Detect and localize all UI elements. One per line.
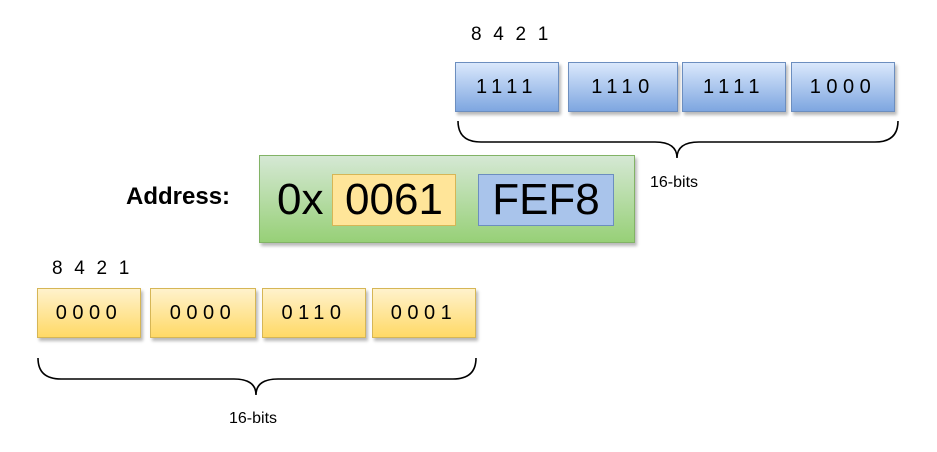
lower-nibble-4: 0001	[372, 288, 476, 338]
upper-nibble-2-value: 1110	[591, 75, 655, 98]
upper-nibble-3-value: 1111	[702, 75, 766, 98]
upper-nibble-1-value: 1111	[475, 75, 539, 98]
upper-nibble-2: 1110	[568, 62, 678, 112]
upper-brace	[457, 120, 899, 159]
lower-nibble-2-value: 0000	[169, 301, 237, 324]
address-label: Address:	[126, 183, 231, 210]
upper-nibble-4-value: 1000	[809, 75, 877, 98]
upper-nibble-4: 1000	[791, 62, 895, 112]
address-low-word: FEF8	[478, 174, 614, 226]
upper-bits-label: 16-bits	[650, 174, 699, 191]
lower-nibble-1-value: 0000	[55, 301, 123, 324]
lower-brace	[37, 357, 477, 396]
upper-nibble-1: 1111	[455, 62, 559, 112]
lower-nibble-3: 0110	[262, 288, 366, 338]
lower-bits-label: 16-bits	[229, 410, 278, 427]
address-high-word: 0061	[332, 174, 456, 226]
lower-nibble-4-value: 0001	[390, 301, 458, 324]
lower-nibble-3-value: 0110	[281, 301, 347, 324]
address-box: 0x 0061 FEF8	[259, 155, 635, 243]
upper-nibble-3: 1111	[682, 62, 786, 112]
lower-nibble-1: 0000	[37, 288, 141, 338]
address-prefix: 0x	[277, 175, 324, 224]
lower-nibble-2: 0000	[150, 288, 256, 338]
upper-bit-weights: 8 4 2 1	[471, 24, 552, 45]
lower-bit-weights: 8 4 2 1	[52, 258, 133, 279]
